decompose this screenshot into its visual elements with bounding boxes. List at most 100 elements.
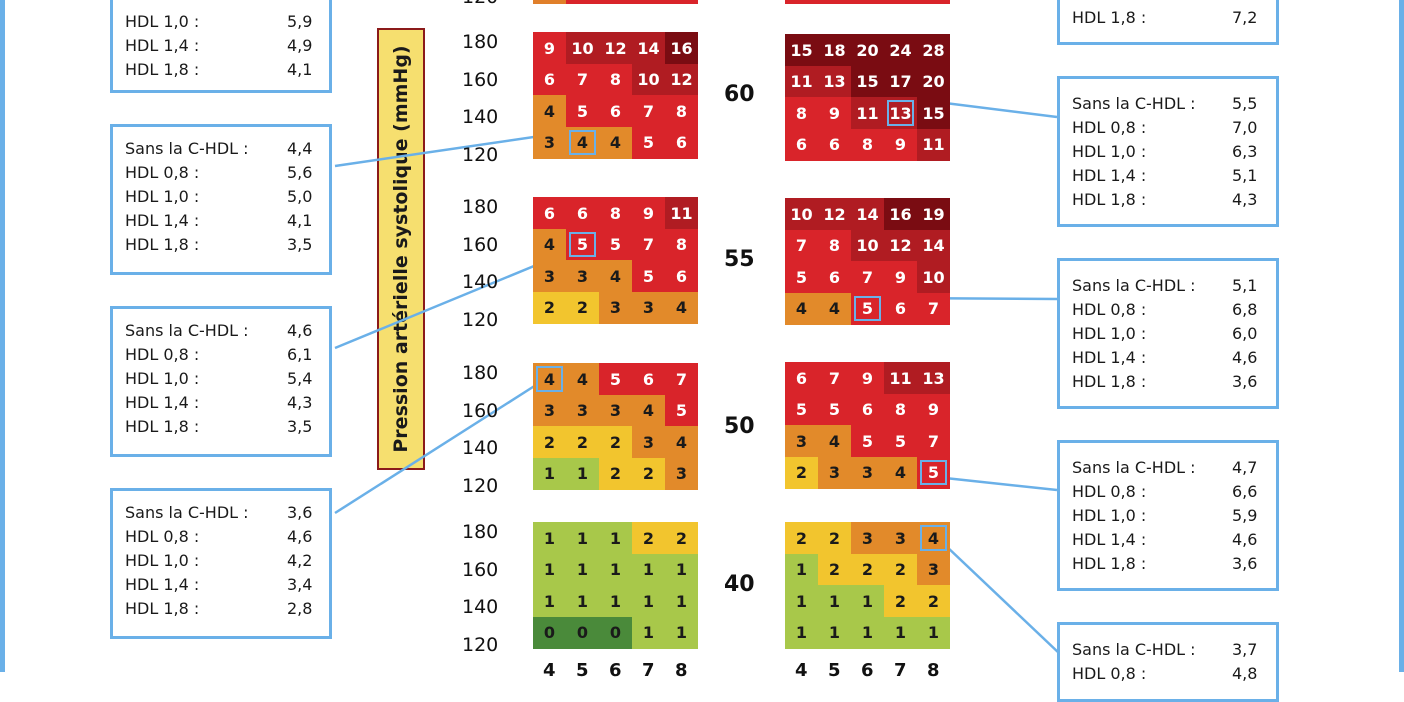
heatmap-cell: 1: [665, 553, 698, 586]
heatmap-cell: 11: [917, 128, 950, 161]
heatmap-cell: 10: [917, 261, 950, 293]
heatmap-cell: 3: [599, 291, 632, 324]
heatmap-cell: 1: [851, 616, 884, 649]
heatmap-cell: 14: [851, 198, 884, 230]
heatmap-cell: 1: [632, 585, 665, 617]
hdl-row-label: HDL 1,8 :: [125, 417, 200, 436]
heatmap-cell: 1: [818, 585, 851, 617]
hdl-row-value: 3,6: [1232, 554, 1258, 573]
heatmap-cell: 2: [599, 426, 632, 458]
heatmap-cell: 11: [851, 97, 884, 129]
heatmap-cell: 1: [599, 553, 632, 586]
heatmap-cell: 6: [785, 128, 818, 161]
hdl-row-value: 4,9: [287, 36, 313, 55]
hdl-row: HDL 0,8 :6,8: [1072, 298, 1276, 322]
heatmap-cell: 7: [665, 363, 698, 395]
heatmap-cell: 4: [632, 394, 665, 427]
hdl-row-label: Sans la C-HDL :: [1072, 276, 1196, 295]
hdl-row-label: HDL 1,0 :: [1072, 142, 1147, 161]
heatmap-cell: 1: [599, 522, 632, 554]
heatmap-cell: 1: [533, 522, 566, 554]
hdl-row: HDL 1,0 :6,0: [1072, 322, 1276, 346]
heatmap-cell: 0: [599, 616, 632, 649]
hdl-row-value: 4,1: [287, 60, 313, 79]
heatmap-cell: 4: [818, 292, 851, 325]
heatmap-cell: 2: [851, 553, 884, 586]
heatmap-cell: 1: [818, 616, 851, 649]
hdl-row: HDL 0,8 :5,6: [125, 161, 329, 185]
heatmap-cell: 1: [632, 616, 665, 649]
hdl-row-label: HDL 1,8 :: [1072, 190, 1147, 209]
heatmap-cell: 1: [665, 585, 698, 617]
hdl-row-label: HDL 0,8 :: [125, 345, 200, 364]
heatmap-cell: 6: [818, 261, 851, 293]
x-tick-label: 8: [927, 660, 940, 681]
hdl-row-value: 6,1: [287, 345, 313, 364]
heatmap-cell: 13: [818, 65, 851, 98]
hdl-row-value: 4,8: [1232, 664, 1258, 683]
x-tick-label: 7: [894, 660, 907, 681]
hdl-row-value: 5,9: [1232, 506, 1258, 525]
heatmap-cell: 8: [599, 197, 632, 229]
heatmap-cell: 24: [884, 34, 917, 66]
hdl-row: HDL 0,8 :4,8: [1072, 662, 1276, 686]
heatmap-cell: 5: [632, 126, 665, 159]
hdl-row-label: HDL 1,8 :: [1072, 372, 1147, 391]
hdl-row-value: 7,2: [1232, 8, 1258, 27]
heatmap-cell: 3: [599, 394, 632, 427]
highlight-cell-marker: [536, 366, 563, 392]
hdl-row-value: 4,1: [287, 211, 313, 230]
heatmap-cell: 8: [884, 393, 917, 426]
hdl-row-label: HDL 0,8 :: [1072, 118, 1147, 137]
heatmap-cell: 1: [632, 553, 665, 586]
hdl-row-label: HDL 1,4 :: [1072, 348, 1147, 367]
hdl-row-label: HDL 1,8 :: [125, 60, 200, 79]
hdl-row: HDL 0,8 :7,0: [1072, 116, 1276, 140]
heatmap-cell: 4: [599, 260, 632, 292]
hdl-row-value: 3,6: [1232, 372, 1258, 391]
heatmap-cell: 1: [665, 616, 698, 649]
hdl-row: HDL 1,8 :3,6: [1072, 552, 1276, 576]
heatmap-cell: 1: [566, 522, 599, 554]
hdl-row: HDL 1,4 :3,4: [125, 573, 329, 597]
hdl-row-label: HDL 1,0 :: [125, 551, 200, 570]
hdl-row-value: 2,8: [287, 599, 313, 618]
hdl-row: HDL 1,0 :5,9: [1072, 504, 1276, 528]
heatmap-cell: 10: [566, 32, 599, 64]
heatmap-cell: 6: [599, 95, 632, 127]
heatmap-cell: 8: [665, 228, 698, 261]
highlight-cell-marker: [887, 100, 914, 126]
heatmap-cell: 15: [851, 65, 884, 98]
heatmap-cell: 6: [785, 362, 818, 394]
heatmap-cell: 3: [533, 126, 566, 159]
hdl-row-label: HDL 1,0 :: [1072, 324, 1147, 343]
heatmap-cell: 20: [917, 65, 950, 98]
y-tick-label: 180: [462, 196, 499, 218]
heatmap-cell: 6: [533, 63, 566, 96]
hdl-row-value: 5,9: [287, 12, 313, 31]
heatmap-cell: 10: [632, 63, 665, 96]
heatmap-cell: 2: [533, 291, 566, 324]
heatmap-cell: 5: [785, 393, 818, 426]
frame-right-border: [1399, 0, 1404, 672]
highlight-cell-marker: [569, 231, 596, 257]
age-label: 40: [724, 572, 755, 597]
x-tick-label: 5: [828, 660, 841, 681]
heatmap-cell: 3: [851, 522, 884, 554]
heatmap-cell: 2: [917, 585, 950, 617]
heatmap-cell: 5: [599, 363, 632, 395]
heatmap-cell: 10: [785, 198, 818, 230]
hdl-row-value: 3,5: [287, 235, 313, 254]
hdl-row: HDL 0,8 :6,6: [1072, 480, 1276, 504]
hdl-row-value: 5,4: [287, 369, 313, 388]
hdl-row-value: 6,8: [1232, 300, 1258, 319]
heatmap-cell: 1: [566, 585, 599, 617]
heatmap-cell: 11: [884, 362, 917, 394]
hdl-row-label: HDL 1,0 :: [125, 369, 200, 388]
connector-line: [944, 476, 1058, 492]
